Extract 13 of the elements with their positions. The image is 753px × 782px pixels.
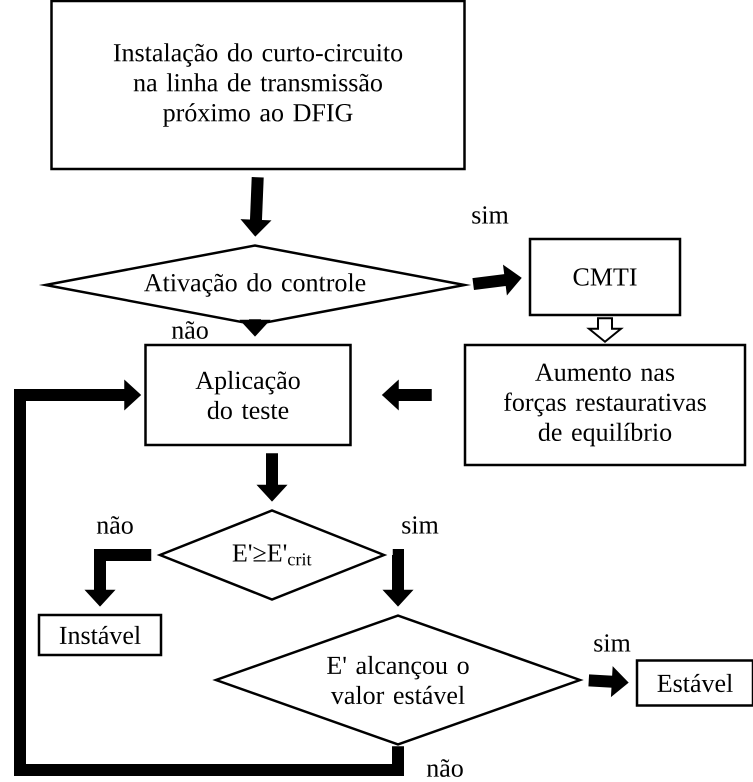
edge-label: sim: [592, 633, 632, 653]
edge-label: sim: [470, 205, 510, 225]
arrow: [14, 379, 404, 776]
process-box: Instável: [38, 614, 162, 656]
process-box: Aumento nas forças restaurativas de equilíbrio: [464, 344, 746, 466]
process-box: CMTI: [528, 238, 682, 316]
edge-label: não: [425, 758, 465, 778]
process-box: Instalação do curto-circuito na linha de transmissão próximo ao DFIG: [50, 0, 466, 170]
arrow: [586, 317, 624, 344]
edge-label: não: [95, 515, 135, 535]
edge-label: sim: [400, 515, 440, 535]
process-box: Aplicação do teste: [144, 344, 352, 446]
process-box: Estável: [636, 659, 753, 707]
